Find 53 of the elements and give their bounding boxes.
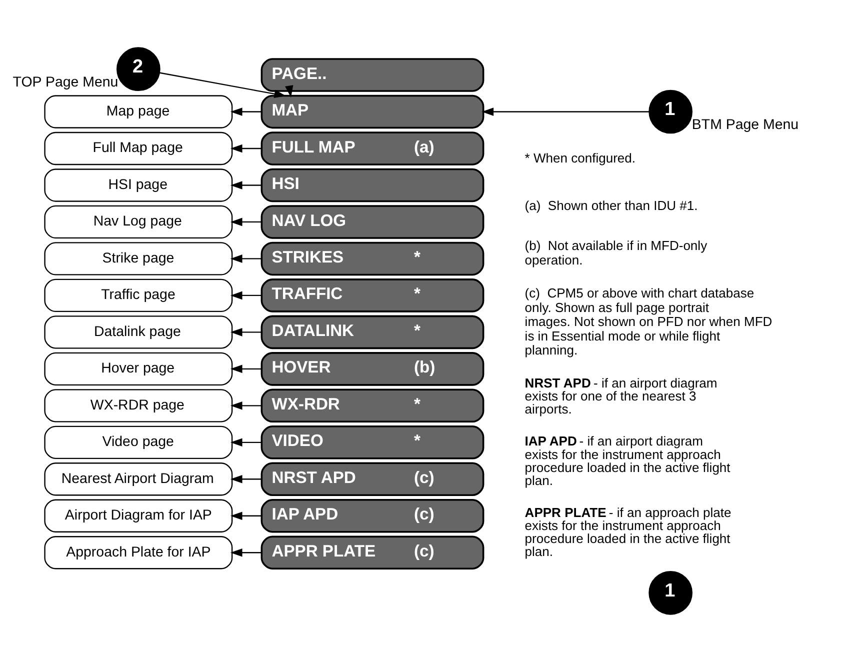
node-box: Approach Plate for IAP: [44, 536, 233, 569]
label: (a) Shown other than IDU #1.: [524, 197, 698, 212]
label: NRST APD - if an airport diagram exists for one of the nearest 3 airports.: [524, 375, 718, 416]
node-box: Map page: [44, 94, 233, 128]
arrow: [230, 401, 262, 410]
arrow: [230, 548, 262, 556]
node-box: VIDEO *: [260, 425, 484, 459]
arrow: [230, 474, 262, 483]
arrow: [230, 254, 262, 262]
node-label: BTM Page Menu: [692, 116, 799, 133]
arrow: [230, 217, 262, 226]
node-circle: 1: [648, 89, 692, 134]
node-circle: 2: [116, 46, 160, 90]
arrow: [230, 511, 262, 520]
node-box: FULL MAP (a): [260, 131, 484, 165]
node-box: Nav Log page: [44, 204, 233, 238]
node-box: Strike page: [44, 242, 233, 275]
node-box: Datalink page: [44, 315, 233, 348]
node-box: TRAFFIC *: [260, 278, 484, 312]
node-box: NRST APD (c): [260, 462, 484, 496]
arrow: [482, 107, 650, 116]
node-box: WX-RDR *: [260, 388, 484, 422]
node-box: Traffic page: [44, 278, 233, 312]
label: (b) Not available if in MFD-only operation.: [524, 238, 708, 267]
node-box: STRIKES *: [260, 241, 484, 276]
node-box: WX-RDR page: [44, 388, 233, 422]
node-box: NAV LOG: [260, 204, 484, 238]
node-box: HSI page: [44, 168, 233, 202]
arrow: [230, 328, 262, 336]
node-box: Full Map page: [44, 131, 233, 165]
node-box: Video page: [44, 425, 233, 458]
node-box: MAP: [260, 94, 484, 128]
label: APPR PLATE - if an approach plate exists for the instrument approach procedure loaded in the active flight plan.: [524, 504, 732, 558]
arrow: [230, 290, 262, 300]
node-box: HSI: [260, 168, 484, 202]
arrow: [230, 107, 262, 116]
node-circle: 1: [648, 570, 692, 614]
arrow: [230, 144, 262, 152]
node-box: Nearest Airport Diagram: [44, 462, 233, 496]
node-box: HOVER (b): [260, 352, 484, 386]
node-box: Hover page: [44, 352, 233, 386]
arrow: [230, 438, 262, 446]
label: * When configured.: [524, 150, 636, 165]
arrow: [159, 72, 286, 98]
node-box: APPR PLATE (c): [260, 535, 484, 570]
label: (c) CPM5 or above with chart database only. Shown as full page portrait images. Not shown on PFD nor when MFD is in Essential mode or while flight planning.: [524, 285, 772, 357]
node-box: DATALINK *: [260, 314, 484, 349]
node-box: Airport Diagram for IAP: [44, 498, 233, 532]
label: IAP APD - if an airport diagram exists for the instrument approach procedure loaded in the active flight plan.: [524, 433, 730, 488]
arrow: [230, 364, 262, 373]
node-box: IAP APD (c): [260, 498, 484, 532]
node-label: TOP Page Menu: [12, 74, 118, 90]
arrow: [230, 180, 262, 189]
